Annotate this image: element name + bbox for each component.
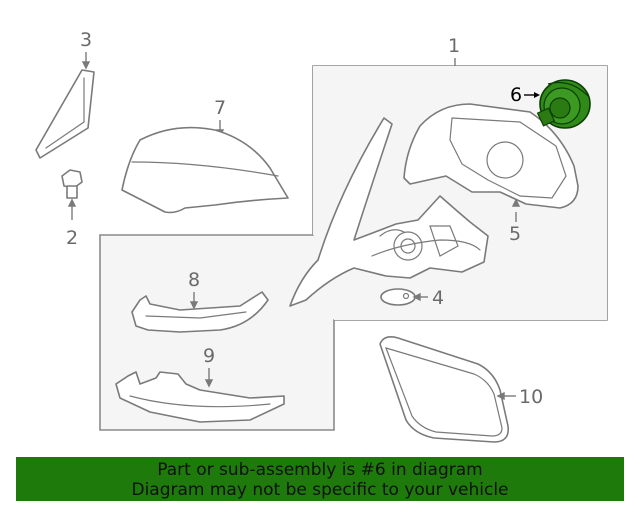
part-7-mirror-cap <box>121 126 289 214</box>
part-3-trim-cover <box>35 69 95 159</box>
callout-4: 4 <box>432 287 444 309</box>
part-10-inner-edge <box>385 347 503 437</box>
arrow-5 <box>511 198 521 207</box>
part-1-mirror-body <box>289 117 489 307</box>
callout-5: 5 <box>509 223 521 245</box>
part-6-highlighted[interactable] <box>536 79 591 129</box>
part-4-plug <box>380 288 416 306</box>
arrow-6 <box>534 92 540 98</box>
part-2-screw <box>61 169 83 189</box>
part-5-inner-shell <box>449 117 567 199</box>
part-8-turn-signal <box>131 291 269 333</box>
callout-8: 8 <box>188 269 200 291</box>
part-1-detail-a <box>371 239 481 257</box>
parts-diagram: 1 3 2 7 5 6 4 8 <box>35 29 608 443</box>
part-1-motor-mount <box>393 231 423 261</box>
info-banner: Part or sub-assembly is #6 in diagram Di… <box>16 457 624 501</box>
callout-2: 2 <box>66 227 78 249</box>
callout-7: 7 <box>214 97 226 119</box>
callout-6: 6 <box>510 84 522 106</box>
part-2-screw-shank <box>66 185 78 199</box>
part-7-crease <box>131 161 279 177</box>
part-1-bracket <box>429 225 459 257</box>
part-4-plug-hole <box>402 292 410 300</box>
arrow-4 <box>412 292 421 302</box>
arrow-9 <box>204 379 214 388</box>
arrow-2 <box>67 198 77 207</box>
arrow-8 <box>189 301 199 310</box>
part-5-opening <box>486 141 524 179</box>
arrow-10 <box>496 391 505 401</box>
callout-9: 9 <box>203 345 215 367</box>
part-10-mirror-glass <box>379 336 510 443</box>
part-1-detail-b <box>379 229 405 237</box>
part-3-inner-edge <box>45 77 85 149</box>
part-9-lower-trim <box>115 371 285 423</box>
part-5-housing <box>403 103 579 209</box>
callout-1: 1 <box>448 35 460 57</box>
part-1-motor-mount-inner <box>400 238 416 254</box>
arrow-3 <box>81 61 91 70</box>
callout-3: 3 <box>80 29 92 51</box>
callout-10: 10 <box>519 386 543 408</box>
part-9-edge-line <box>129 395 271 408</box>
banner-line-1: Part or sub-assembly is #6 in diagram <box>157 460 483 480</box>
banner-line-2: Diagram may not be specific to your vehi… <box>131 480 509 500</box>
part-8-lens-line <box>145 311 247 319</box>
